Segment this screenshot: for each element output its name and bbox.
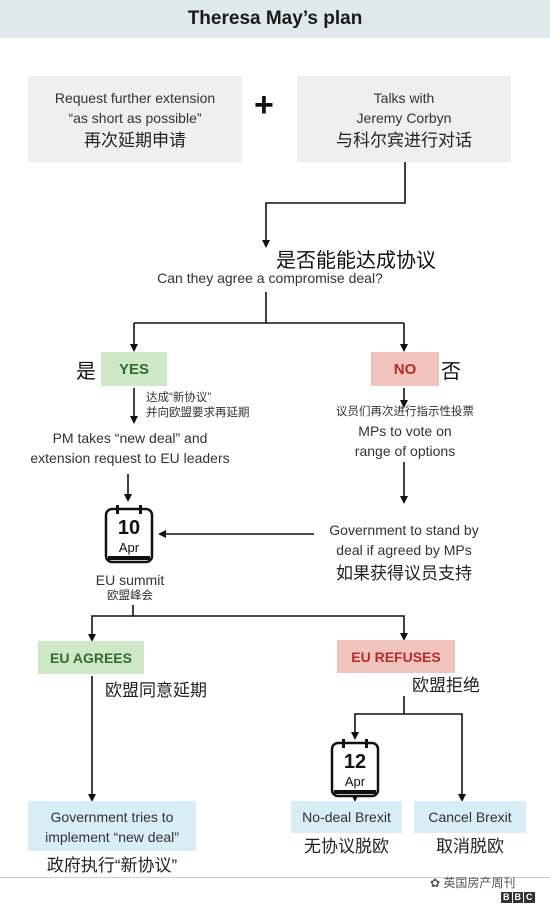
page-title: Theresa May’s plan: [187, 8, 363, 29]
brexit-month: Apr: [344, 774, 366, 789]
eu-refuses-badge: EU REFUSES: [337, 640, 455, 673]
no-zh-label: 否: [441, 361, 461, 383]
brexit-day: 12: [343, 751, 367, 773]
talks-en-line2: Jeremy Corbyn: [356, 110, 452, 126]
yes-badge: YES: [101, 352, 167, 386]
wechat-icon: ✿: [430, 876, 441, 890]
yes-zh-label: 是: [76, 361, 96, 383]
no-deal-zh: 无协议脱欧: [304, 837, 389, 856]
gov-tries-zh: 政府执行“新协议”: [46, 856, 178, 875]
gov-stand-en-line1: Government to stand by: [329, 522, 479, 538]
request-en-line1: Request further extension: [54, 90, 216, 106]
gov-stand-en-line2: deal if agreed by MPs: [336, 542, 472, 558]
summit-month: Apr: [118, 540, 140, 555]
connector-question-split: [134, 292, 404, 324]
question-en: Can they agree a compromise deal?: [157, 270, 383, 286]
footer-divider: [0, 877, 550, 878]
connector-summit-split: [88, 605, 134, 642]
vote-en-line2: range of options: [354, 443, 456, 459]
cancel-zh: 取消脱欧: [436, 837, 504, 856]
cancel-en: Cancel Brexit: [428, 809, 512, 825]
calendar-frame-icon: [330, 739, 380, 798]
connector-refuses-to-cancel: [404, 713, 466, 802]
no-deal-box: No-deal Brexit: [291, 801, 402, 833]
bbc-letter: B: [501, 892, 512, 903]
question-zh: 是否能能达成协议: [276, 250, 436, 272]
gov-tries-box: Government tries to implement “new deal”: [28, 801, 196, 851]
yes-note-line2: 并向欧盟要求再延期: [146, 407, 250, 419]
summit-en: EU summit: [95, 572, 165, 588]
watermark: ✿ 英国房产周刊: [430, 874, 515, 891]
watermark-text: 英国房产周刊: [443, 876, 516, 890]
request-zh: 再次延期申请: [84, 131, 186, 150]
summit-zh: 欧盟峰会: [107, 590, 153, 602]
connector-refuses-split: [351, 696, 405, 740]
talks-en-line1: Talks with: [373, 90, 435, 106]
no-note: 议员们再次进行指示性投票: [336, 406, 474, 418]
yes-note-line1: 达成“新协议”: [146, 392, 212, 404]
eu-agrees-badge: EU AGREES: [38, 641, 144, 674]
plus-sign: +: [254, 86, 274, 124]
summit-day: 10: [117, 517, 141, 539]
calendar-icon: 10 Apr: [104, 504, 154, 564]
connector-talks-to-question: [262, 146, 406, 248]
connector-summit-to-refuses: [133, 615, 408, 641]
talks-box: Talks with Jeremy Corbyn 与科尔宾进行对话: [297, 76, 511, 162]
cancel-box: Cancel Brexit: [414, 801, 526, 833]
bbc-letter: C: [524, 892, 535, 903]
calendar-frame-icon: [104, 505, 154, 564]
brexit-calendar-icon: 12 Apr: [330, 738, 380, 798]
vote-en-line1: MPs to vote on: [358, 423, 452, 439]
gov-tries-en-line2: implement “new deal”: [45, 829, 179, 845]
pm-en-line1: PM takes “new deal” and: [52, 430, 208, 446]
eu-refuses-zh: 欧盟拒绝: [412, 676, 480, 695]
gov-stand-zh: 如果获得议员支持: [336, 564, 472, 583]
no-badge: NO: [371, 352, 439, 386]
title-bar: Theresa May’s plan: [0, 0, 550, 38]
talks-zh: 与科尔宾进行对话: [336, 131, 472, 150]
bbc-letter: B: [512, 892, 523, 903]
request-extension-box: Request further extension “as short as p…: [28, 76, 242, 162]
gov-tries-en-line1: Government tries to: [50, 809, 174, 825]
no-deal-en: No-deal Brexit: [302, 809, 391, 825]
request-en-line2: “as short as possible”: [68, 110, 202, 126]
pm-en-line2: extension request to EU leaders: [30, 450, 230, 466]
eu-agrees-zh: 欧盟同意延期: [105, 681, 207, 700]
